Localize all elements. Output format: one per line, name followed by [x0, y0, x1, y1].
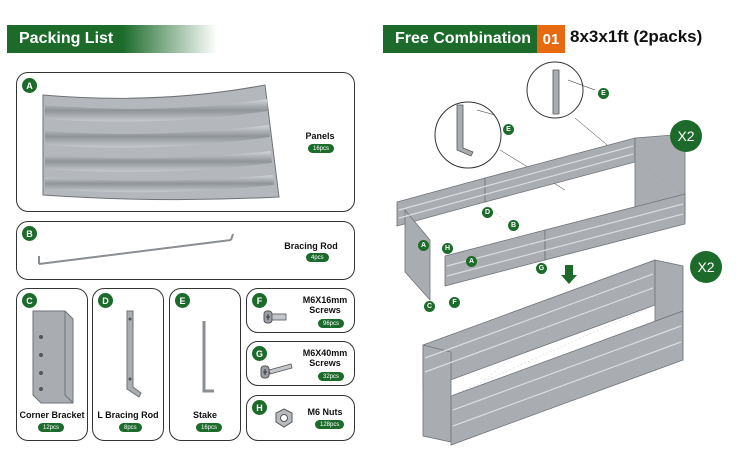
- packing-list-banner: Packing List: [7, 25, 217, 53]
- panels-label: Panels: [305, 131, 335, 141]
- bracing-rod-illustration: [38, 233, 234, 265]
- callout-d: D: [482, 207, 493, 218]
- assembly-diagram: [396, 61, 686, 446]
- m6x16-screws-label: M6X16mm Screws: [302, 295, 348, 315]
- combination-number-badge: 01: [537, 25, 565, 53]
- l-bracing-rod-label: L Bracing Rod: [97, 410, 159, 420]
- letter-badge-h: H: [252, 400, 267, 415]
- l-bracing-rod-count: 8pcs: [119, 423, 142, 432]
- callout-e-1: E: [503, 124, 514, 135]
- stake-count: 16pcs: [196, 423, 223, 432]
- l-bracing-rod-box: D L Bracing Rod 8pcs: [92, 288, 164, 441]
- bracing-rod-count: 4pcs: [306, 253, 329, 262]
- stake-box: E Stake 16pcs: [169, 288, 241, 441]
- callout-g: G: [536, 263, 547, 274]
- m6x40-screws-label: M6X40mm Screws: [302, 348, 348, 368]
- l-bracing-rod-illustration: [126, 310, 142, 398]
- long-screw-icon: [260, 363, 293, 379]
- panels-box: A Panels 16pcs: [16, 72, 355, 212]
- corner-bracket-illustration: [32, 310, 74, 404]
- multiplier-bottom-badge: X2: [690, 251, 722, 283]
- callout-h: H: [442, 243, 453, 254]
- letter-badge-f: F: [252, 293, 267, 308]
- m6-nuts-count: 128pcs: [315, 420, 345, 429]
- letter-badge-g: G: [252, 346, 267, 361]
- callout-f: F: [449, 297, 460, 308]
- bracing-rod-label: Bracing Rod: [284, 241, 338, 251]
- stake-label: Stake: [192, 410, 218, 420]
- m6-nuts-label: M6 Nuts: [307, 407, 343, 417]
- m6x16-screws-count: 96pcs: [318, 319, 345, 328]
- combination-size: 8x3x1ft (2packs): [570, 27, 703, 46]
- m6x16-screws-box: F M6X16mm Screws 96pcs: [246, 288, 355, 333]
- m6x40-screws-count: 32pcs: [318, 372, 345, 381]
- nut-icon: [275, 408, 293, 428]
- letter-badge-b: B: [22, 226, 37, 241]
- bracing-rod-box: B Bracing Rod 4pcs: [16, 221, 355, 280]
- corner-bracket-box: C Corner Bracket 12pcs: [16, 288, 88, 441]
- callout-a-2: A: [466, 256, 477, 267]
- m6x40-screws-box: G M6X40mm Screws 32pcs: [246, 341, 355, 386]
- stake-illustration: [202, 321, 214, 393]
- letter-badge-a: A: [22, 78, 37, 93]
- callout-e-2: E: [598, 88, 609, 99]
- multiplier-top-badge: X2: [670, 120, 702, 152]
- callout-a-1: A: [418, 240, 429, 251]
- corner-bracket-count: 12pcs: [38, 423, 65, 432]
- letter-badge-d: D: [98, 293, 113, 308]
- callout-c: C: [424, 301, 435, 312]
- m6-nuts-box: H M6 Nuts 128pcs: [246, 395, 355, 441]
- panels-count: 16pcs: [308, 144, 335, 153]
- short-screw-icon: [263, 310, 287, 324]
- packing-list-title: Packing List: [19, 30, 114, 47]
- panel-illustration: [42, 84, 280, 201]
- letter-badge-e: E: [175, 293, 190, 308]
- letter-badge-c: C: [22, 293, 37, 308]
- free-combination-banner: Free Combination: [383, 25, 538, 53]
- free-combination-title: Free Combination: [395, 30, 532, 47]
- corner-bracket-label: Corner Bracket: [19, 410, 85, 420]
- callout-b: B: [508, 220, 519, 231]
